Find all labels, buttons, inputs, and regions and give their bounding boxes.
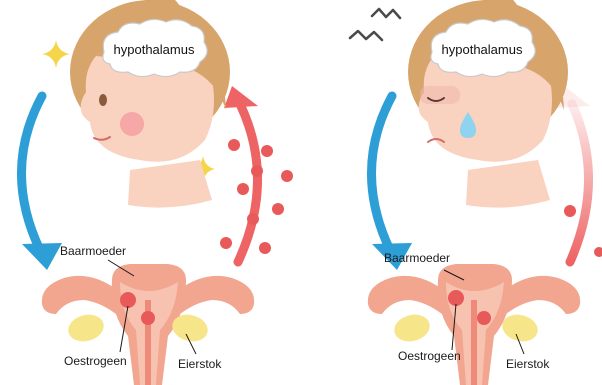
cheek	[120, 112, 144, 136]
estrogen-label: Oestrogeen	[64, 354, 127, 368]
estrogen-dot	[477, 311, 491, 325]
hypothalamus-label: hypothalamus	[114, 42, 195, 57]
blue-arrow-down-right	[371, 96, 412, 270]
panel-healthy: hypothalamus Baarmoeder Oestrogeen Eiers…	[21, 0, 293, 385]
panel-stressed: hypothalamus Baarmoeder Oestrogeen Eiers…	[350, 0, 602, 385]
hypothalamus-label: hypothalamus	[442, 42, 523, 57]
blue-arrow-down-left	[21, 96, 62, 270]
eye	[99, 94, 107, 106]
red-arrow-up-right	[556, 86, 590, 262]
uterus-label: Baarmoeder	[60, 244, 126, 258]
ovary-label: Eierstok	[506, 357, 550, 371]
estrogen-dot	[120, 292, 136, 308]
estrogen-label: Oestrogeen	[398, 349, 461, 363]
estrogen-dot	[594, 247, 602, 257]
stress-zigzag-icon	[350, 9, 400, 40]
estrogen-dot	[448, 290, 464, 306]
estrogen-dot	[564, 205, 576, 217]
ovary-label: Eierstok	[178, 357, 222, 371]
sparkle-icon	[42, 40, 70, 68]
estrogen-dot	[141, 311, 155, 325]
ovary	[65, 311, 107, 345]
ovary	[391, 311, 433, 345]
uterus-label: Baarmoeder	[384, 251, 450, 265]
